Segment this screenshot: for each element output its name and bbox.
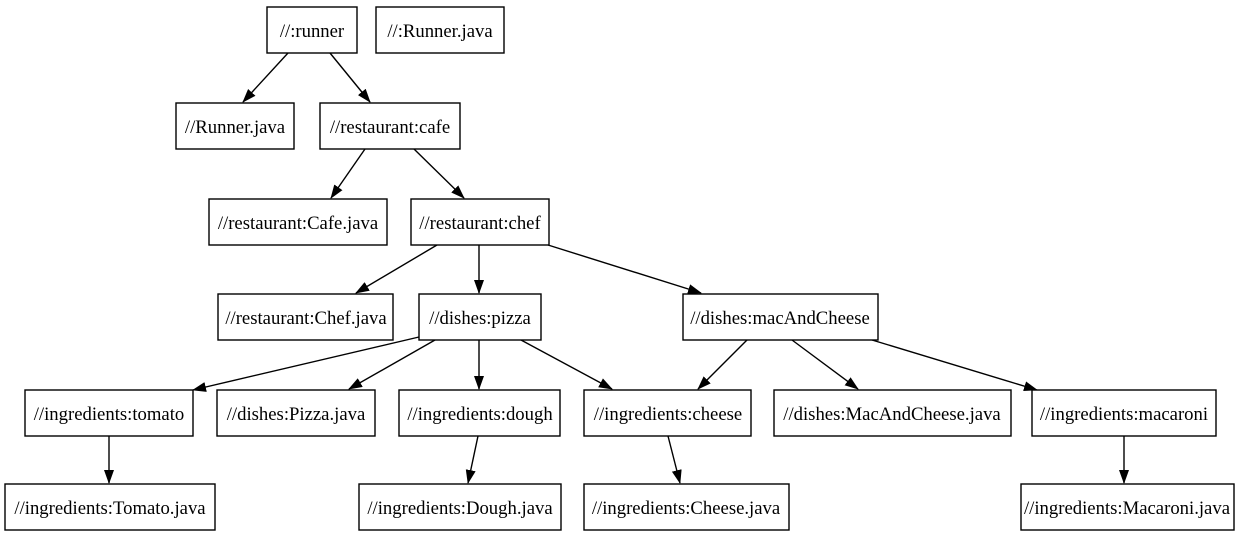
node-label: //dishes:Pizza.java (227, 404, 366, 425)
node-label: //ingredients:Macaroni.java (1024, 498, 1231, 519)
node-box (175, 102, 295, 150)
node-runner_java: //Runner.java (175, 102, 295, 150)
node-box (208, 198, 388, 246)
node-macAndCheese: //dishes:macAndCheese (682, 293, 879, 341)
node-dough_java: //ingredients:Dough.java (358, 483, 562, 531)
node-box (217, 293, 394, 341)
node-box (583, 389, 752, 437)
node-label: //ingredients:dough (407, 404, 553, 425)
node-box (319, 102, 461, 150)
edge-pizza-to-tomato (192, 336, 420, 392)
node-label: //restaurant:Cafe.java (218, 213, 379, 234)
node-pizza: //dishes:pizza (418, 293, 542, 341)
node-label: //ingredients:Dough.java (367, 498, 553, 519)
node-label: //dishes:pizza (429, 308, 531, 329)
node-layer: //:runner //:Runner.java //Runner.java /… (4, 6, 1235, 531)
node-box (773, 389, 1012, 437)
node-label: //dishes:macAndCheese (690, 308, 870, 329)
node-box (410, 198, 550, 246)
edge-macAndCheese-to-macAndCheese_java (791, 339, 859, 390)
node-cafe_java: //restaurant:Cafe.java (208, 198, 388, 246)
edge-pizza-to-cheese (520, 339, 613, 390)
node-tomato: //ingredients:tomato (24, 389, 194, 437)
node-label: //ingredients:cheese (594, 404, 742, 425)
edge-macAndCheese-to-macaroni (871, 339, 1038, 392)
node-box (682, 293, 879, 341)
node-chef: //restaurant:chef (410, 198, 550, 246)
edge-runner-to-cafe (329, 52, 371, 103)
node-cheese: //ingredients:cheese (583, 389, 752, 437)
node-dough: //ingredients:dough (398, 389, 561, 437)
node-box (216, 389, 376, 437)
edge-dough-to-dough_java (465, 435, 479, 484)
node-cheese_java: //ingredients:Cheese.java (583, 483, 790, 531)
node-label: //ingredients:macaroni (1040, 404, 1208, 425)
node-label: //Runner.java (185, 117, 286, 138)
node-runner_java_src: //:Runner.java (375, 6, 505, 54)
node-box (375, 6, 505, 54)
edge-chef-to-macAndCheese (547, 244, 702, 294)
edge-macAndCheese-to-cheese (697, 339, 748, 390)
node-macAndCheese_java: //dishes:MacAndCheese.java (773, 389, 1012, 437)
node-box (1031, 389, 1217, 437)
node-chef_java: //restaurant:Chef.java (217, 293, 394, 341)
node-box (583, 483, 790, 531)
edge-chef-to-chef_java (355, 244, 438, 294)
node-box (358, 483, 562, 531)
node-macaroni: //ingredients:macaroni (1031, 389, 1217, 437)
node-box (4, 483, 216, 531)
edge-cheese-to-cheese_java (667, 435, 682, 484)
edge-layer (104, 52, 1129, 484)
node-label: //:runner (280, 21, 345, 42)
node-label: //ingredients:Tomato.java (14, 498, 206, 519)
node-box (398, 389, 561, 437)
node-label: //dishes:MacAndCheese.java (783, 404, 1001, 425)
node-cafe: //restaurant:cafe (319, 102, 461, 150)
node-box (418, 293, 542, 341)
node-label: //ingredients:Cheese.java (592, 498, 781, 519)
node-box (266, 6, 358, 54)
node-label: //:Runner.java (387, 21, 493, 42)
node-label: //ingredients:tomato (34, 404, 185, 425)
node-label: //restaurant:Chef.java (225, 308, 387, 329)
node-runner: //:runner (266, 6, 358, 54)
node-pizza_java: //dishes:Pizza.java (216, 389, 376, 437)
edge-cafe-to-cafe_java (330, 148, 366, 199)
node-label: //restaurant:chef (419, 213, 541, 234)
node-tomato_java: //ingredients:Tomato.java (4, 483, 216, 531)
node-box (1020, 483, 1235, 531)
node-label: //restaurant:cafe (330, 117, 450, 138)
edge-runner-to-runner_java (242, 52, 289, 103)
edge-pizza-to-pizza_java (348, 339, 436, 390)
node-macaroni_java: //ingredients:Macaroni.java (1020, 483, 1235, 531)
edge-cafe-to-chef (413, 148, 465, 199)
node-box (24, 389, 194, 437)
